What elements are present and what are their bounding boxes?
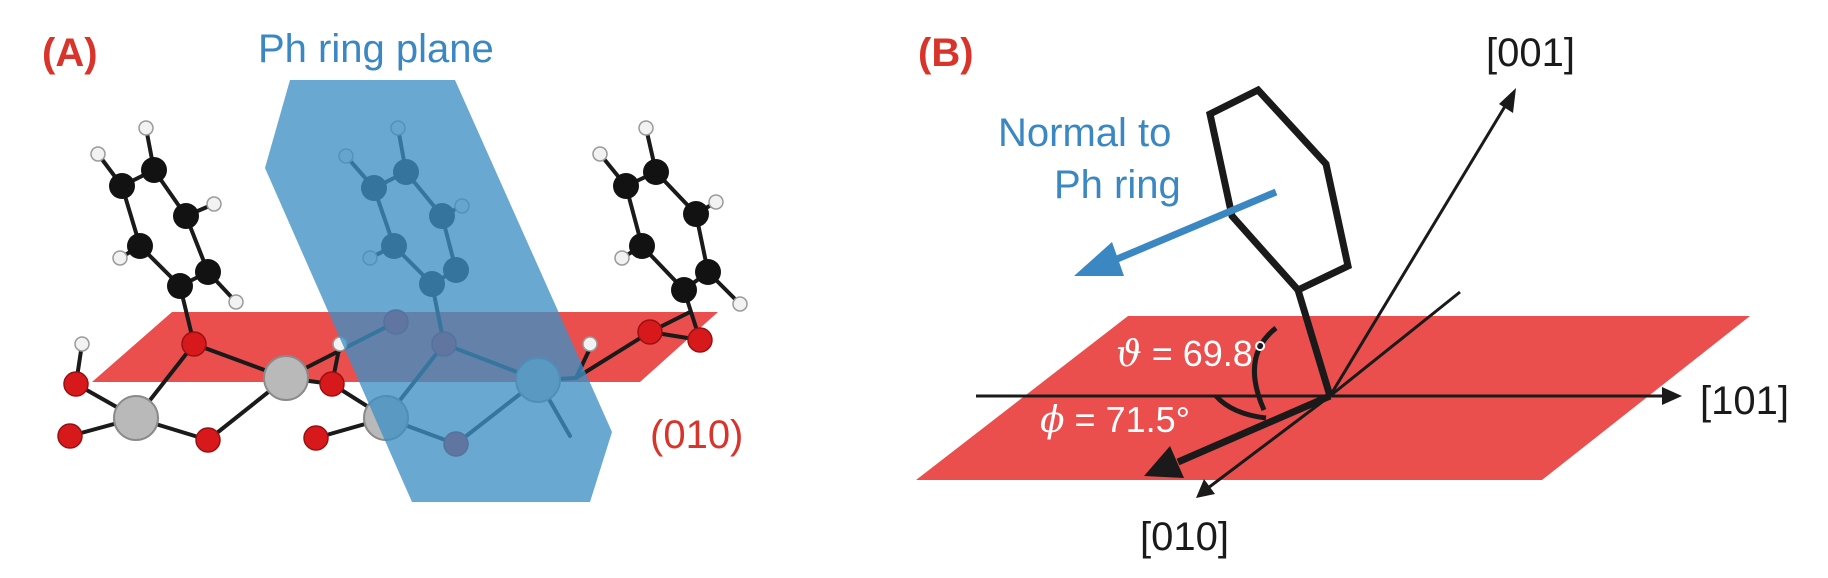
axis-010-label: [010]	[1140, 515, 1229, 559]
hydrogen-atom	[708, 194, 724, 210]
ring-plane-label: Ph ring plane	[258, 27, 494, 71]
panel-a-label: (A)	[42, 31, 98, 75]
panel-a: (A) Ph ring plane	[42, 27, 748, 502]
hydrogen-atom	[228, 294, 244, 310]
phi-label: ϕ = 71.5°	[1040, 399, 1190, 441]
hydrogen-atom	[592, 146, 608, 162]
oxygen-atom	[57, 423, 83, 449]
hydrogen-atom	[206, 196, 222, 212]
panel-b-label: (B)	[918, 31, 974, 75]
normal-label-line1: Normal to	[998, 111, 1171, 155]
normal-arrow-line	[1108, 188, 1278, 266]
projection-arrow-head	[1144, 446, 1184, 478]
oxygen-atom	[63, 371, 89, 397]
hydrogen-atom	[90, 146, 106, 162]
hydrogen-atom	[138, 120, 154, 136]
phi-angle-arc	[1214, 394, 1267, 421]
plane-010-label: (010)	[650, 413, 743, 457]
plane-010-red-b	[916, 316, 1750, 480]
phenyl-ring-outline	[1206, 85, 1353, 295]
carbon-atom	[109, 173, 135, 199]
oxygen-atom	[303, 425, 329, 451]
carbon-atom	[173, 203, 199, 229]
hydrogen-atom	[732, 296, 748, 312]
carbon-atom	[127, 233, 153, 259]
normal-arrow-head	[1074, 242, 1124, 276]
hydrogen-atom	[614, 250, 630, 266]
oxygen-atom	[687, 327, 713, 353]
theta-symbol: ϑ	[1116, 334, 1142, 375]
hydrogen-atom	[112, 250, 128, 266]
carbon-atom	[613, 173, 639, 199]
panel-b: (B) Normal to Ph ring ϑ = 69.8° ϕ = 71	[916, 31, 1789, 559]
phi-symbol: ϕ	[1040, 400, 1065, 441]
carbon-atom	[643, 159, 669, 185]
phi-value: = 71.5°	[1065, 399, 1191, 440]
carbon-atom	[695, 259, 721, 285]
oxygen-atom	[319, 371, 345, 397]
oxygen-atom	[195, 427, 221, 453]
axis-101-label: [101]	[1700, 379, 1789, 423]
axis-001-line	[1328, 97, 1512, 397]
carbon-atom	[671, 277, 697, 303]
carbon-atom	[195, 259, 221, 285]
hydrogen-atom	[74, 336, 90, 352]
theta-value: = 69.8°	[1142, 333, 1268, 374]
projection-arrow-line	[1176, 392, 1332, 466]
axis-001-arrowhead	[1499, 88, 1516, 113]
axis-010-arrowhead	[1196, 479, 1215, 498]
axis-101-arrowhead	[1662, 387, 1682, 405]
theta-angle-arc	[1251, 326, 1278, 412]
ring-stem	[1294, 288, 1334, 398]
theta-label: ϑ = 69.8°	[1116, 333, 1267, 375]
carbon-atom	[683, 201, 709, 227]
metal-atom	[263, 355, 309, 401]
axis-010-line	[1207, 394, 1331, 490]
oxygen-atom	[181, 331, 207, 357]
axis-001-label: [001]	[1486, 31, 1575, 75]
auxiliary-line	[1329, 290, 1461, 398]
hydrogen-atom	[638, 120, 654, 136]
metal-atom	[113, 395, 159, 441]
normal-label-line2: Ph ring	[1054, 163, 1181, 207]
carbon-atom	[167, 273, 193, 299]
oxygen-atom	[637, 319, 663, 345]
ph-ring-plane-blue	[265, 80, 612, 502]
hydrogen-atom	[582, 336, 598, 352]
carbon-atom	[141, 157, 167, 183]
carbon-atom	[629, 233, 655, 259]
